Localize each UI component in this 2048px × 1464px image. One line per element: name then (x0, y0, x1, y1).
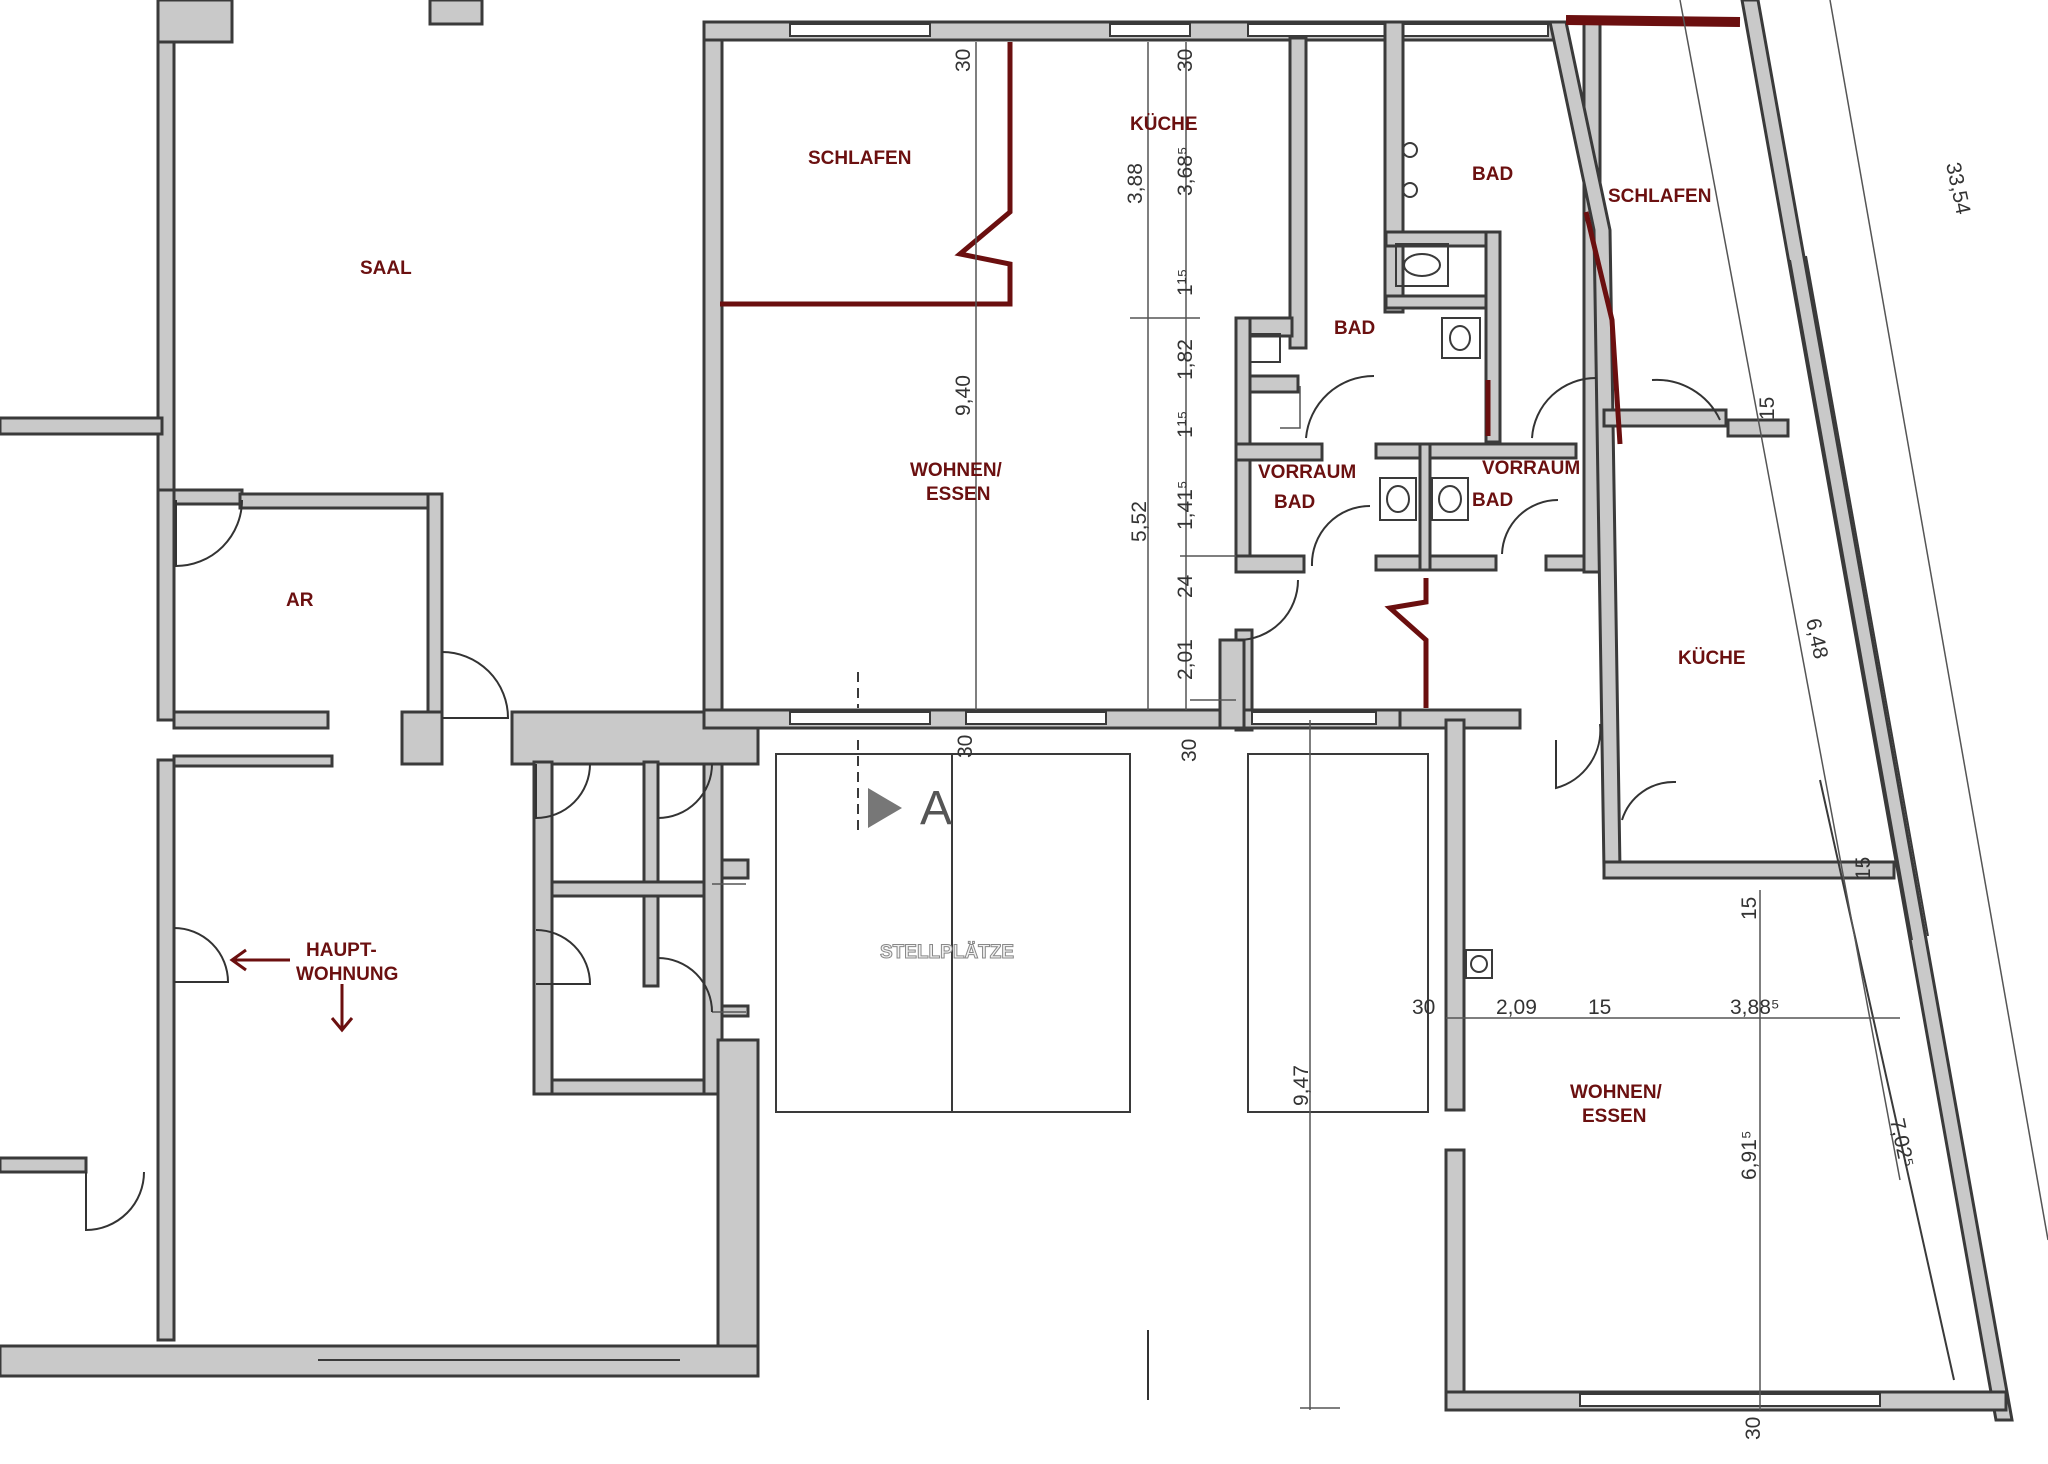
dim-115-b: 1¹⁵ (1174, 411, 1197, 438)
dim-30-bottom: 30 (1742, 1417, 1765, 1440)
section-label: A (920, 782, 952, 835)
dim-552: 5,52 (1128, 501, 1151, 542)
room-wohnen-right-1: WOHNEN/ (1570, 1082, 1663, 1103)
room-bad-vorraum-left: BAD (1274, 492, 1315, 513)
dim-940: 9,40 (952, 375, 975, 416)
room-bad-vorraum-right: BAD (1472, 490, 1513, 511)
walls-left-building (0, 0, 760, 1378)
dim-115-a: 1¹⁵ (1174, 269, 1197, 296)
room-schlafen-right: SCHLAFEN (1608, 186, 1711, 207)
room-stellplaetze: STELLPLÄTZE (880, 942, 1014, 963)
room-haupt-line1: HAUPT- (306, 940, 377, 961)
dim-3354: 33,54 (1941, 160, 1974, 216)
sanitary-fixtures (1249, 142, 1493, 979)
room-schlafen-left: SCHLAFEN (808, 148, 911, 169)
dim-15-vertical: 15 (1738, 897, 1761, 920)
room-haupt-line2: WOHNUNG (296, 964, 398, 985)
dim-947: 9,47 (1290, 1065, 1313, 1106)
dimension-lines (975, 0, 2048, 1410)
room-vorraum-right: VORRAUM (1482, 458, 1580, 479)
parking-area (712, 753, 1429, 1113)
dim-24: 24 (1174, 574, 1197, 598)
room-labels: SAAL AR HAUPT- WOHNUNG SCHLAFEN KÜCHE WO… (229, 114, 1746, 1127)
dim-15-h: 15 (1588, 996, 1611, 1019)
dim-30-mid-a: 30 (954, 735, 977, 758)
walls-right-apartment (1398, 0, 2014, 1422)
dim-15-right-top: 15 (1756, 397, 1779, 420)
section-arrow-icon (868, 788, 902, 828)
room-vorraum-left: VORRAUM (1258, 462, 1356, 483)
dim-30-top-left: 30 (952, 49, 975, 72)
room-wohnen-right-2: ESSEN (1582, 1106, 1646, 1127)
arrow-down-icon (330, 984, 354, 1033)
doors (85, 374, 1721, 1400)
dim-3685: 3,68⁵ (1174, 146, 1197, 196)
dim-209: 2,09 (1496, 996, 1537, 1019)
room-wohnen-left-1: WOHNEN/ (910, 460, 1003, 481)
dim-15-right-mid: 15 (1852, 857, 1875, 880)
arrow-left-icon (229, 948, 290, 972)
dim-30-h: 30 (1412, 996, 1435, 1019)
dim-388: 3,88 (1124, 163, 1147, 204)
room-kueche-top: KÜCHE (1130, 114, 1198, 135)
room-wohnen-left-2: ESSEN (926, 484, 990, 505)
dim-6915: 6,91⁵ (1738, 1130, 1761, 1180)
dim-30-top-right: 30 (1174, 49, 1197, 72)
red-partitions (720, 15, 1741, 708)
room-bad-top-right: BAD (1472, 164, 1513, 185)
dim-30-mid-b: 30 (1178, 739, 1201, 762)
room-kueche-right: KÜCHE (1678, 648, 1746, 669)
room-ar: AR (286, 590, 314, 611)
dim-201: 2,01 (1174, 639, 1197, 680)
dim-7025: 7,02⁵ (1885, 1116, 1918, 1169)
dim-182: 1,82 (1174, 339, 1197, 380)
dim-648: 6,48 (1801, 616, 1832, 661)
room-saal: SAAL (360, 258, 412, 279)
room-bad-mid: BAD (1334, 318, 1375, 339)
dim-1415: 1,41⁵ (1174, 480, 1197, 530)
dim-3885: 3,88⁵ (1730, 996, 1780, 1019)
section-marker: A (857, 672, 952, 835)
